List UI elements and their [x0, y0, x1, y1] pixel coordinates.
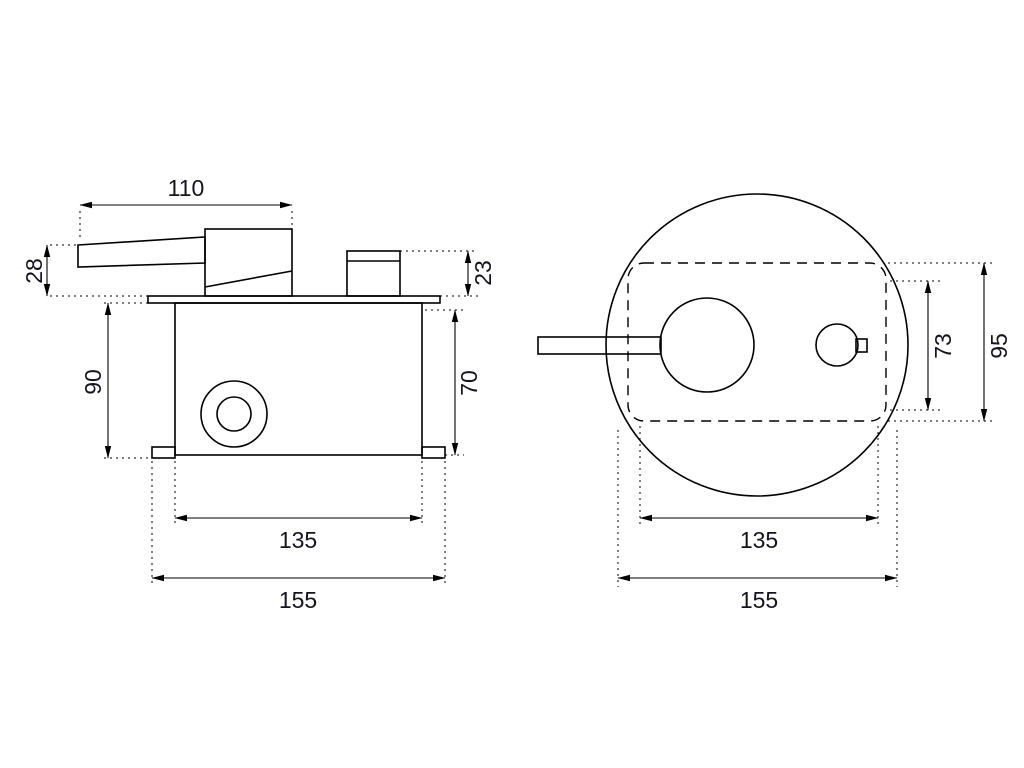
dim-label-side-body-height: 90: [80, 369, 106, 395]
wall-plate-side: [147, 295, 441, 304]
dimension-side-body-height: 90: [80, 302, 152, 459]
dimension-front-overall-width: 155: [617, 430, 898, 613]
front-view: 73 95 135 155: [537, 193, 1012, 613]
recess-box-dashed: [627, 262, 887, 422]
faceplate-circle: [605, 193, 909, 497]
dim-label-side-lever-height: 28: [21, 258, 47, 284]
cartridge-block: [204, 228, 293, 297]
dimension-front-overall-height: 95: [888, 262, 1012, 422]
dim-label-front-inner-width: 135: [740, 527, 778, 553]
dimension-side-lever-height: 28: [21, 244, 148, 297]
dimension-front-inner-height: 73: [890, 280, 956, 411]
outlet-circle-outer: [200, 380, 268, 448]
diverter-tab: [855, 338, 868, 353]
lever-collar-line: [204, 270, 293, 288]
outlet-circle-inner: [216, 396, 252, 432]
lever-handle-side: [77, 236, 206, 268]
diverter-knob-side: [346, 250, 401, 297]
dimension-side-knob-height: 23: [400, 250, 496, 297]
dim-label-side-overall-width: 155: [279, 587, 317, 613]
diverter-knob-circle: [815, 323, 859, 367]
dim-label-side-box-depth: 70: [456, 370, 482, 396]
mounting-foot-right: [421, 446, 446, 459]
dim-label-front-overall-height: 95: [986, 333, 1012, 359]
dimension-side-top-width: 110: [79, 175, 293, 241]
dim-label-front-inner-height: 73: [930, 333, 956, 359]
dim-label-side-inner-width: 135: [279, 527, 317, 553]
dimension-side-inner-width: 135: [174, 461, 423, 553]
dimension-side-box-depth: 70: [425, 309, 482, 456]
side-view: 110 28 23 90 70: [21, 175, 496, 613]
mixer-knob-circle: [659, 297, 755, 393]
lever-handle-front: [537, 336, 662, 355]
mounting-foot-left: [151, 446, 176, 459]
dim-label-side-knob-height: 23: [470, 260, 496, 286]
dim-label-side-top-width: 110: [168, 175, 205, 201]
dimension-side-overall-width: 155: [151, 461, 446, 613]
dimension-front-inner-width: 135: [639, 426, 879, 553]
dim-label-front-overall-width: 155: [740, 587, 778, 613]
valve-body: [174, 302, 423, 456]
